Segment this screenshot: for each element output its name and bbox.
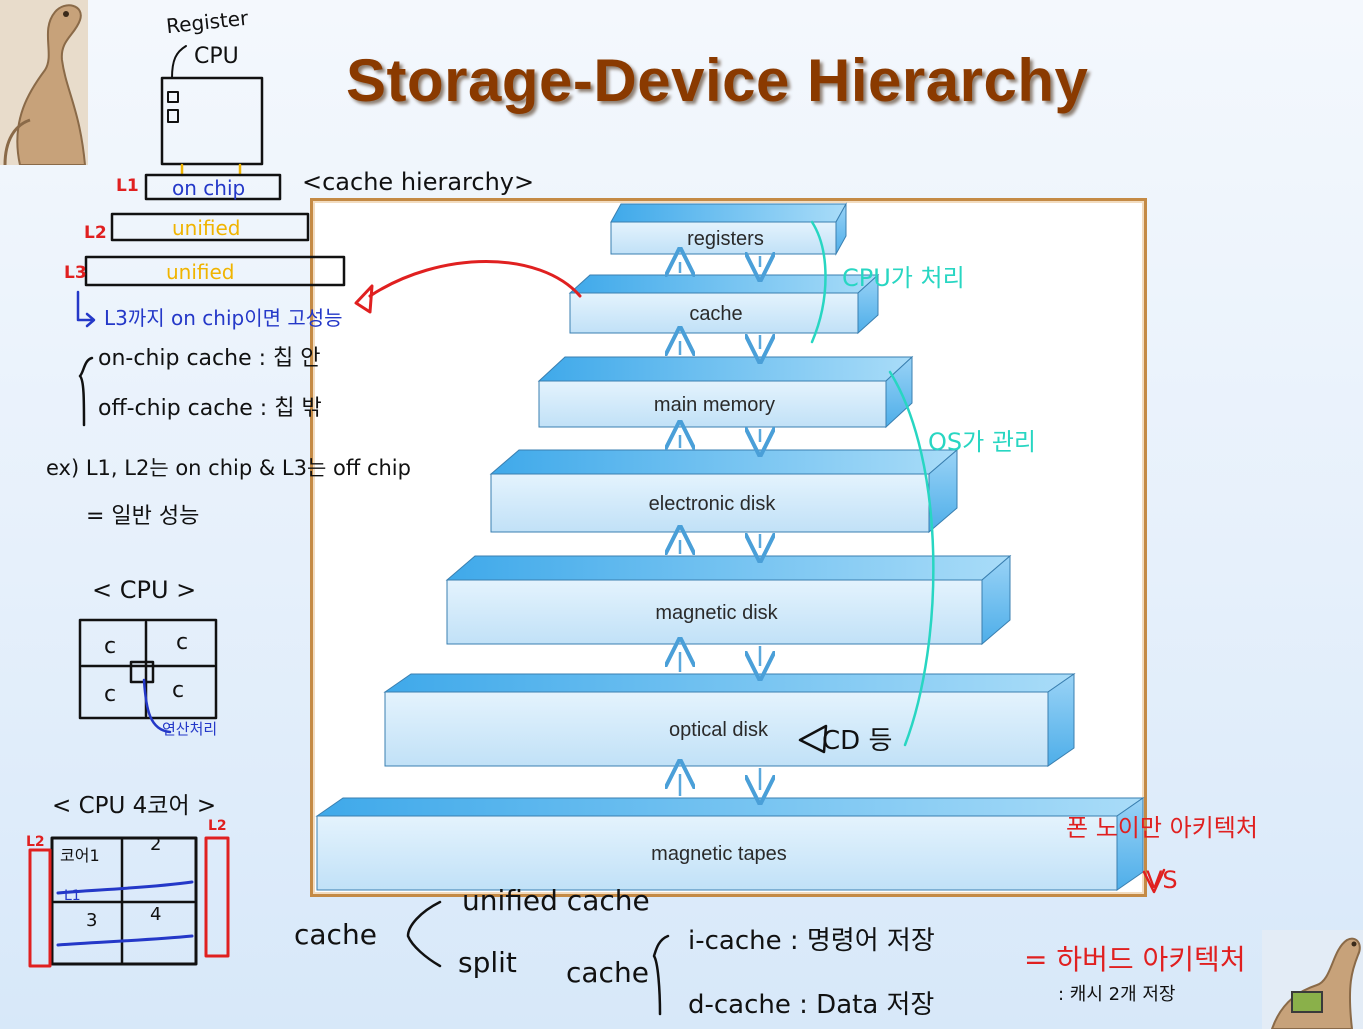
dinosaur-corner-image-top-left — [0, 0, 88, 165]
note-cpu: CPU — [194, 44, 239, 69]
note-l3: L3 — [64, 263, 87, 283]
hierarchy-level: main memory — [537, 355, 914, 429]
level-box-face — [384, 691, 1049, 767]
hierarchy-level: cache — [568, 273, 880, 335]
note-cd-etc: CD 등 — [822, 726, 893, 756]
slide-title: Storage-Device Hierarchy — [346, 47, 1089, 114]
note-l2-right: L2 — [208, 818, 227, 834]
note-off-chip-cache: off-chip cache : 칩 밖 — [98, 396, 322, 421]
note-core4: 4 — [150, 904, 162, 925]
note-d-cache: d-cache : Data 저장 — [688, 990, 935, 1020]
note-interconnect: 연산처리 — [162, 720, 218, 738]
note-split: split — [458, 946, 517, 979]
note-l2-unified: unified — [172, 216, 241, 240]
note-os-manages: OS가 관리 — [928, 428, 1036, 456]
note-on-chip-cache: on-chip cache : 칩 안 — [98, 346, 321, 371]
l1-bar-sketch — [144, 173, 282, 201]
note-core1: 코어1 — [60, 846, 100, 865]
cpu-core-grid-sketch — [78, 618, 218, 720]
note-core2: 2 — [150, 834, 162, 855]
note-general-performance: = 일반 성능 — [86, 504, 200, 529]
level-box-face — [490, 473, 930, 533]
note-l1: L1 — [116, 176, 139, 196]
l2-bar-sketch — [110, 212, 310, 242]
hierarchy-level: registers — [610, 202, 847, 256]
note-cpu-diagram-title: < CPU > — [92, 576, 197, 604]
note-unified-cache: unified cache — [462, 884, 650, 917]
level-box-face — [569, 292, 859, 334]
note-l3-unified: unified — [166, 260, 235, 284]
hierarchy-level: magnetic disk — [445, 554, 1012, 646]
note-two-stores: : 캐시 2개 저장 — [1058, 984, 1176, 1005]
note-on-chip: on chip — [172, 176, 246, 200]
level-label: magnetic disk — [655, 602, 778, 624]
core-label-1: c — [104, 634, 117, 659]
note-cache-word: cache — [294, 918, 377, 951]
note-l3-on-chip: L3까지 on chip이면 고성능 — [104, 306, 343, 330]
level-label: magnetic tapes — [651, 843, 787, 865]
level-box-face — [446, 579, 983, 645]
note-example: ex) L1, L2는 on chip & L3는 off chip — [46, 456, 411, 480]
level-label: cache — [689, 303, 742, 325]
core-label-4: c — [172, 678, 185, 703]
level-label: electronic disk — [649, 493, 777, 515]
level-label: optical disk — [669, 719, 769, 741]
note-split-cache: cache — [566, 956, 649, 989]
l2-right-bar-sketch — [204, 836, 230, 958]
level-box-face — [610, 221, 837, 255]
hierarchy-level: magnetic tapes — [315, 797, 1145, 891]
note-core3: 3 — [86, 910, 98, 931]
level-box-face — [538, 380, 887, 428]
note-cpu4-title: < CPU 4코어 > — [52, 793, 217, 819]
dinosaur-corner-image-bottom-right — [1262, 930, 1363, 1029]
note-l1-in-core: L1 — [64, 888, 81, 904]
hierarchy-level: electronic disk — [489, 448, 959, 534]
l2-left-bar-sketch — [28, 848, 52, 968]
note-vs: VS — [1146, 866, 1178, 894]
note-l2-left: L2 — [26, 834, 45, 850]
note-l2: L2 — [84, 223, 107, 243]
note-cache-hierarchy: <cache hierarchy> — [302, 168, 535, 196]
cpu-4core-sketch — [50, 836, 198, 966]
hierarchy-level: optical disk — [383, 673, 1076, 767]
core-label-3: c — [104, 682, 117, 707]
level-box-face — [316, 815, 1118, 891]
note-cpu-handles: CPU가 처리 — [842, 264, 965, 292]
note-harvard: = 하버드 아키텍처 — [1024, 943, 1246, 976]
l3-bar-sketch — [84, 255, 346, 287]
note-von-neumann: 폰 노이만 아키텍처 — [1066, 814, 1258, 842]
level-label: registers — [687, 228, 764, 250]
level-label: main memory — [654, 394, 775, 416]
core-label-2: c — [176, 630, 189, 655]
note-i-cache: i-cache : 명령어 저장 — [688, 926, 935, 956]
cpu-box-sketch — [160, 76, 264, 166]
